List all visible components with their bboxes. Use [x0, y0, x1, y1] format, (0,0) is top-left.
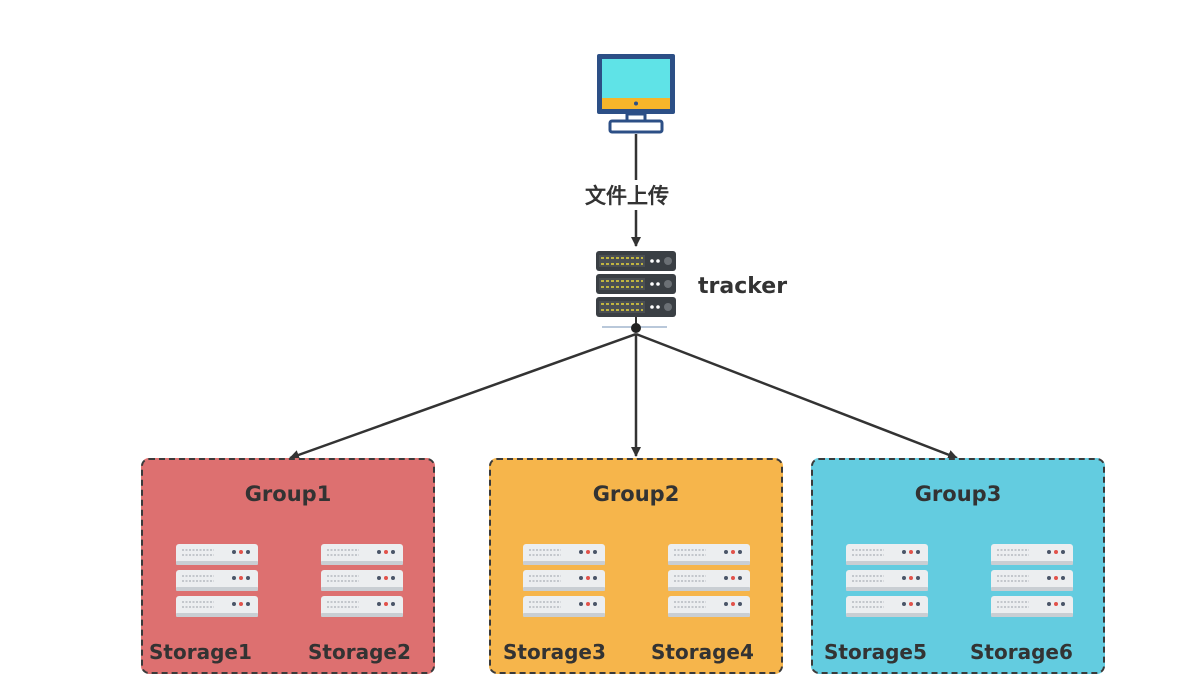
server-icon: [989, 544, 1075, 629]
storage-6-label: Storage6: [970, 640, 1073, 664]
server-icon: [521, 544, 607, 629]
server-icon: [844, 544, 930, 629]
storage-1-label: Storage1: [149, 640, 252, 664]
storage-4-label: Storage4: [651, 640, 754, 664]
server-rack-icon: [596, 251, 676, 328]
group-2-box: Group2 Storage3 Storage4: [489, 458, 783, 674]
server-icon: [666, 544, 752, 629]
storage-2-label: Storage2: [308, 640, 411, 664]
computer-monitor-icon: [597, 54, 675, 134]
group-1-box: Group1 Storage1 Storage2: [141, 458, 435, 674]
storage-5-label: Storage5: [824, 640, 927, 664]
group-2-title: Group2: [592, 482, 680, 506]
group-1-title: Group1: [244, 482, 332, 506]
group-3-box: Group3 Storage5 Storage6: [811, 458, 1105, 674]
arrow-to-group3: [635, 332, 958, 460]
group-3-title: Group3: [914, 482, 1002, 506]
junction-dot: [631, 323, 641, 333]
upload-label: 文件上传: [585, 180, 669, 210]
server-icon: [319, 544, 405, 629]
storage-3-label: Storage3: [503, 640, 606, 664]
arrow-to-group1: [289, 332, 637, 460]
server-icon: [174, 544, 260, 629]
tracker-label: tracker: [698, 274, 788, 299]
